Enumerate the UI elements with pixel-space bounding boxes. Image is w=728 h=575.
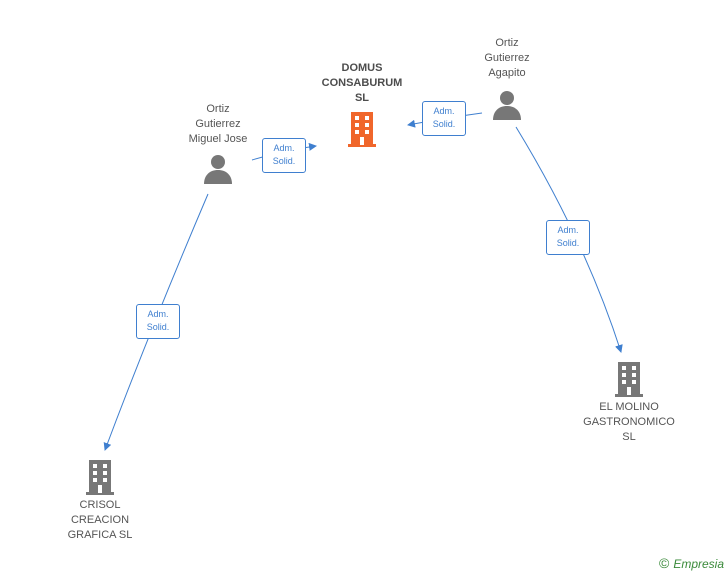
building-icon [348,112,376,147]
edge-label-line1: Adm. [147,309,169,319]
person-icon [204,155,232,184]
building-icon [86,460,114,495]
edge-label-miguel-domus: Adm. Solid. [262,138,306,173]
edge-label-line1: Adm. [273,143,295,153]
building-icon [615,362,643,397]
copyright-icon: © [658,555,670,571]
node-miguel-jose[interactable]: Ortiz Gutierrez Miguel Jose [170,102,266,185]
brand-name: Empresia [673,557,724,571]
company-name: EL MOLINO GASTRONOMICO SL [583,401,675,443]
person-name: Ortiz Gutierrez Agapito [484,37,530,79]
node-crisol[interactable]: CRISOL CREACION GRAFICA SL [48,458,152,543]
person-name: Ortiz Gutierrez Miguel Jose [188,103,248,145]
brand-watermark[interactable]: ©Empresia [659,555,724,571]
edge-label-miguel-crisol: Adm. Solid. [136,304,180,339]
node-el-molino[interactable]: EL MOLINO GASTRONOMICO SL [570,360,688,445]
edge-label-agapito-domus: Adm. Solid. [422,101,466,136]
edge-label-line1: Adm. [557,225,579,235]
company-name: CRISOL CREACION GRAFICA SL [67,499,133,541]
edge-label-agapito-molino: Adm. Solid. [546,220,590,255]
edge-label-line1: Adm. [433,106,455,116]
company-name: DOMUS CONSABURUM SL [321,62,403,104]
edge-label-line2: Solid. [272,156,296,166]
edge-label-line2: Solid. [146,322,170,332]
edge-label-line2: Solid. [556,238,580,248]
person-icon [493,91,521,120]
edge-label-line2: Solid. [432,119,456,129]
node-domus-consaburum[interactable]: DOMUS CONSABURUM SL [306,61,418,148]
node-agapito[interactable]: Ortiz Gutierrez Agapito [462,36,552,121]
